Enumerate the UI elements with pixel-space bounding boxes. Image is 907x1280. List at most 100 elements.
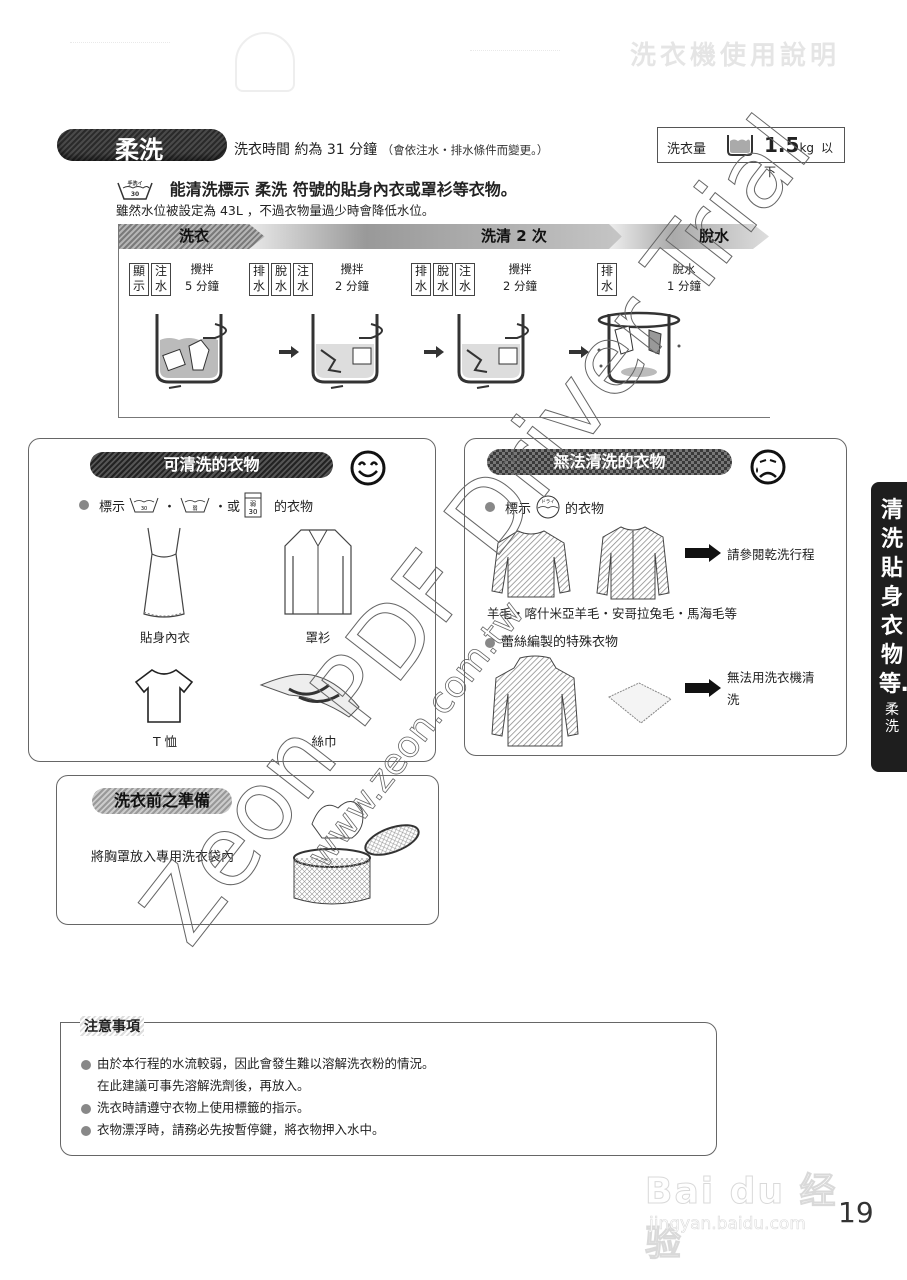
notes-panel: 由於本行程的水流較弱，因此會發生難以溶解洗衣粉的情況。在此建議可事先溶解洗劑後，…	[60, 1022, 717, 1156]
dry-clean-symbol-row: 標示 ドライ 的衣物	[485, 494, 604, 520]
lace-coat-illustration	[491, 655, 579, 747]
wash-tub-icon	[727, 135, 753, 156]
not-washable-title: 無法清洗的衣物	[487, 449, 732, 475]
tub-spin-illustration	[597, 311, 681, 384]
tub-wash-illustration	[155, 314, 227, 389]
water-level-note: 雖然水位被設定為 43L ，不過衣物量過少時會降低水位。	[116, 203, 435, 218]
washable-title: 可清洗的衣物	[90, 452, 333, 478]
notes-list: 由於本行程的水流較弱，因此會發生難以溶解洗衣粉的情況。在此建議可事先溶解洗劑後，…	[81, 1053, 435, 1141]
sweater-illustration	[491, 530, 571, 598]
bullet-icon	[485, 637, 495, 648]
capacity-box: 洗衣量 1.5kg 以下	[657, 127, 845, 179]
stage-rinse: 洗清 2 次	[249, 224, 639, 249]
section-side-tab: 清洗貼身衣物等… 柔洗	[871, 482, 907, 772]
scarf-illustration	[259, 673, 360, 718]
bullet-icon	[485, 502, 495, 512]
prep-title: 洗衣前之準備	[92, 788, 232, 814]
svg-text:30: 30	[249, 508, 258, 516]
arrow-right-icon	[279, 346, 299, 358]
program-name: 柔洗	[115, 136, 163, 164]
page-number: 19	[838, 1196, 874, 1229]
slip-illustration	[143, 527, 185, 618]
wash-time-text: 洗衣時間 約為 31 分鐘	[234, 142, 378, 158]
item-label-tshirt: T 恤	[152, 734, 178, 749]
arrow-right-icon	[424, 346, 444, 358]
note-item: 洗衣時請遵守衣物上使用標籤的指示。	[81, 1097, 435, 1119]
stage-spin: 脫水	[609, 224, 769, 249]
step-box: 排水	[597, 262, 617, 296]
item-label-underwear: 貼身內衣	[139, 630, 190, 645]
baidu-watermark: Bai du 经验 jingyan.baidu.com	[645, 1171, 838, 1265]
prep-text: 將胸罩放入專用洗衣袋內	[91, 850, 235, 865]
tub-rinse-illustration	[311, 314, 383, 389]
svg-text:手洗イ: 手洗イ	[127, 180, 142, 187]
side-tab-sub: 柔洗	[885, 702, 899, 735]
svg-text:ドライ: ドライ	[541, 499, 555, 505]
tshirt-illustration	[134, 669, 194, 723]
step-box: 排水	[411, 262, 431, 296]
no-machine-wash-note: 無法用洗衣機清 洗	[727, 670, 815, 707]
blouse-illustration	[284, 529, 352, 615]
wash-time-note: （會依注水・排水條件而變更。）	[381, 143, 549, 157]
side-tab-main: 清洗貼身衣物等…	[879, 498, 907, 697]
svg-text:弱: 弱	[193, 506, 198, 512]
svg-text:30: 30	[141, 506, 147, 512]
washable-symbol-line: 手洗イ 30 能清洗標示 柔洗 符號的貼身內衣或罩衫等衣物。	[116, 176, 517, 203]
hand-wash-30-icon: 30	[129, 497, 159, 513]
step-box: 脫水	[433, 262, 453, 296]
faint-header-rule	[470, 50, 560, 60]
step-box: 顯示	[129, 262, 149, 296]
cardigan-illustration	[596, 526, 670, 600]
symbol-line-text: 能清洗標示 柔洗 符號的貼身內衣或罩衫等衣物。	[169, 180, 517, 199]
tub-rinse-illustration	[457, 314, 529, 389]
note-item: 衣物漂浮時，請務必先按暫停鍵，將衣物押入水中。	[81, 1119, 435, 1141]
item-label-scarf: 絲巾	[311, 734, 337, 749]
arrow-right-icon	[569, 346, 589, 358]
lace-cloth-illustration	[608, 682, 672, 724]
faint-logo-icon	[235, 32, 295, 92]
svg-text:弱: 弱	[250, 501, 256, 508]
stage-bar: 洗衣 洗清 2 次 脫水	[119, 224, 771, 249]
svg-text:30: 30	[131, 191, 139, 198]
notes-title: 注意事項	[80, 1016, 144, 1036]
sad-face-icon	[750, 449, 786, 485]
hand-wash-30-icon: 手洗イ 30	[117, 180, 153, 200]
bullet-icon	[79, 500, 89, 510]
arrow-right-icon	[685, 544, 721, 562]
step-box: 排水	[249, 262, 269, 296]
arrow-right-icon	[685, 679, 721, 697]
smiley-face-icon	[350, 450, 386, 486]
machine-wash-30-icon: 弱30	[244, 492, 262, 518]
laundry-net-illustration	[293, 801, 420, 905]
dry-clean-action: 請參閱乾洗行程	[727, 547, 815, 562]
capacity-value: 1.5kg 以下	[764, 133, 833, 179]
program-title-pill: 柔洗	[57, 129, 227, 164]
prep-panel: 洗衣前之準備 將胸罩放入專用洗衣袋內	[56, 775, 439, 925]
step-box: 注水	[293, 262, 313, 296]
wash-time: 洗衣時間 約為 31 分鐘 （會依注水・排水條件而變更。）	[234, 139, 548, 159]
not-washable-panel: 無法清洗的衣物 標示 ドライ 的衣物 請參閱乾洗行程 羊毛・喀什米亞羊毛・安哥拉…	[464, 438, 847, 756]
note-item: 由於本行程的水流較弱，因此會發生難以溶解洗衣粉的情況。在此建議可事先溶解洗劑後，…	[81, 1053, 435, 1097]
capacity-label: 洗衣量	[667, 142, 707, 157]
faint-header-rule	[70, 42, 170, 56]
item-label-blouse: 罩衫	[305, 630, 331, 645]
lace-items-row: 蕾絲編製的特殊衣物	[485, 631, 618, 650]
step-box: 脫水	[271, 262, 291, 296]
hand-wash-mild-icon: 弱	[180, 497, 210, 513]
faint-header-title: 洗衣機使用說明	[630, 41, 841, 71]
step-box: 注水	[455, 262, 475, 296]
wool-materials: 羊毛・喀什米亞羊毛・安哥拉兔毛・馬海毛等	[487, 606, 738, 621]
step-box: 注水	[151, 262, 171, 296]
dry-clean-icon: ドライ	[536, 495, 560, 519]
